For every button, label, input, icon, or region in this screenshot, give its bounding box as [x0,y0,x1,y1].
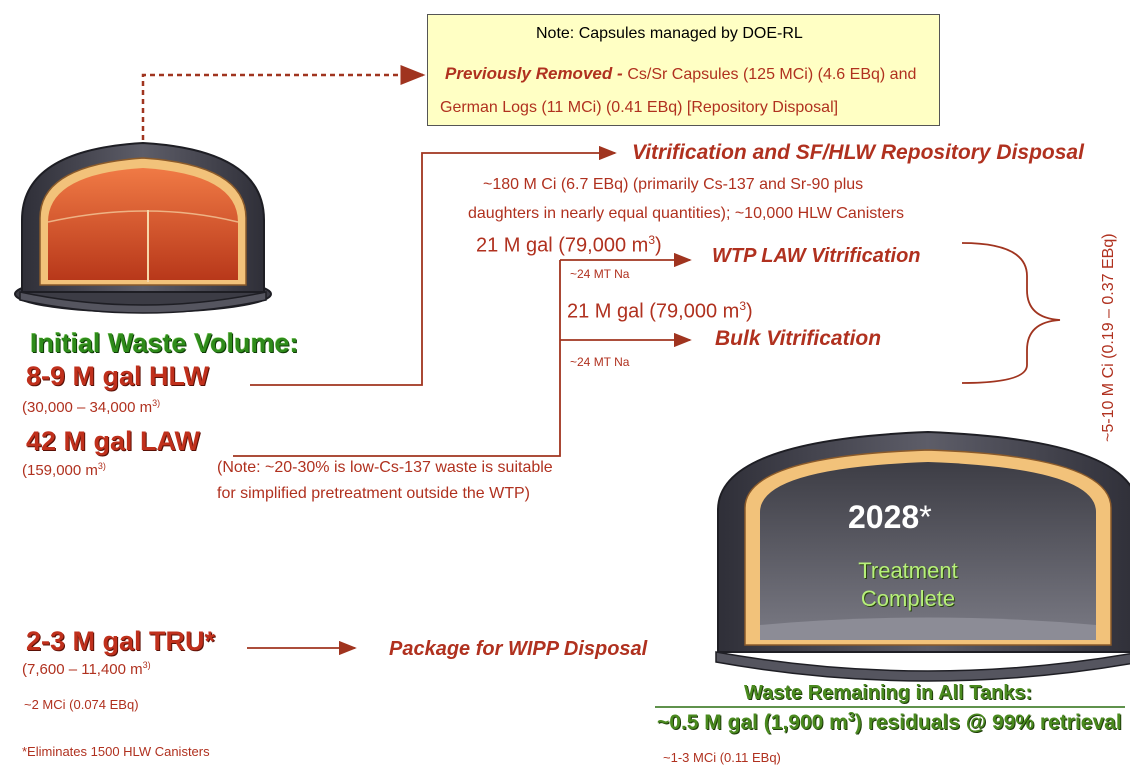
tru-footnote: *Eliminates 1500 HLW Canisters [22,744,210,759]
capsule-connector [141,65,426,140]
treatment-complete-line-2: Complete [860,586,956,611]
law-note-1: (Note: ~20-30% is low-Cs-137 waste is su… [217,459,553,476]
law-note-2: for simplified pretreatment outside the … [217,485,531,502]
removed-text-1: Cs/Sr Capsules (125 MCi) (4.6 EBq) and [627,66,917,83]
tru-curies: ~2 MCi (0.074 EBq) [24,697,139,712]
capsule-note-box: Note: Capsules managed by DOE-RL Previou… [427,14,940,126]
note-header: Note: Capsules managed by DOE-RL [536,25,803,42]
law-curie-range: ~5-10 M Ci (0.19 – 0.37 EBq) [1100,233,1117,442]
bulk-title: Bulk Vitrification [715,327,882,350]
law-volume: 42 M gal LAW [26,426,201,456]
vitrification-title: Vitrification and SF/HLW Repository Disp… [632,141,1084,164]
law-cubic: (159,000 m3) [22,461,106,479]
remaining-residuals: ~0.5 M gal (1,900 m3) residuals @ 99% re… [657,710,1122,734]
completed-tank-icon [715,430,1130,682]
completion-year: 2028* [848,499,932,535]
curie-brace [961,242,1061,384]
vitrification-detail-1: ~180 M Ci (6.7 EBq) (primarily Cs-137 an… [483,176,864,193]
hlw-volume: 8-9 M gal HLW [26,361,210,391]
tru-cubic: (7,600 – 11,400 m3) [22,660,151,678]
remaining-title: Waste Remaining in All Tanks: [744,682,1033,704]
bulk-sodium: ~24 MT Na [570,355,630,369]
initial-waste-title: Initial Waste Volume: [30,328,299,358]
removed-line-1: Previously Removed - Cs/Sr Capsules (125… [445,64,916,84]
vitrification-detail-2: daughters in nearly equal quantities); ~… [468,205,904,222]
tru-volume: 2-3 M gal TRU* [26,626,216,656]
treatment-complete-line-1: Treatment [858,558,958,583]
removed-label: Previously Removed - [445,64,623,83]
bulk-volume: 21 M gal (79,000 m3) [567,299,753,323]
hlw-flow-line [250,145,617,386]
wipp-destination: Package for WIPP Disposal [389,638,648,660]
hlw-cubic: (30,000 – 34,000 m3) [22,398,161,416]
wtp-law-sodium: ~24 MT Na [570,267,630,281]
remaining-curies: ~1-3 MCi (0.11 EBq) [663,750,781,765]
wtp-law-volume: 21 M gal (79,000 m3) [476,233,662,257]
law-flow-line [233,260,561,457]
wtp-law-title: WTP LAW Vitrification [712,245,921,267]
removed-text-2: German Logs (11 MCi) (0.41 EBq) [Reposit… [440,99,839,116]
initial-tank-icon [14,141,272,314]
